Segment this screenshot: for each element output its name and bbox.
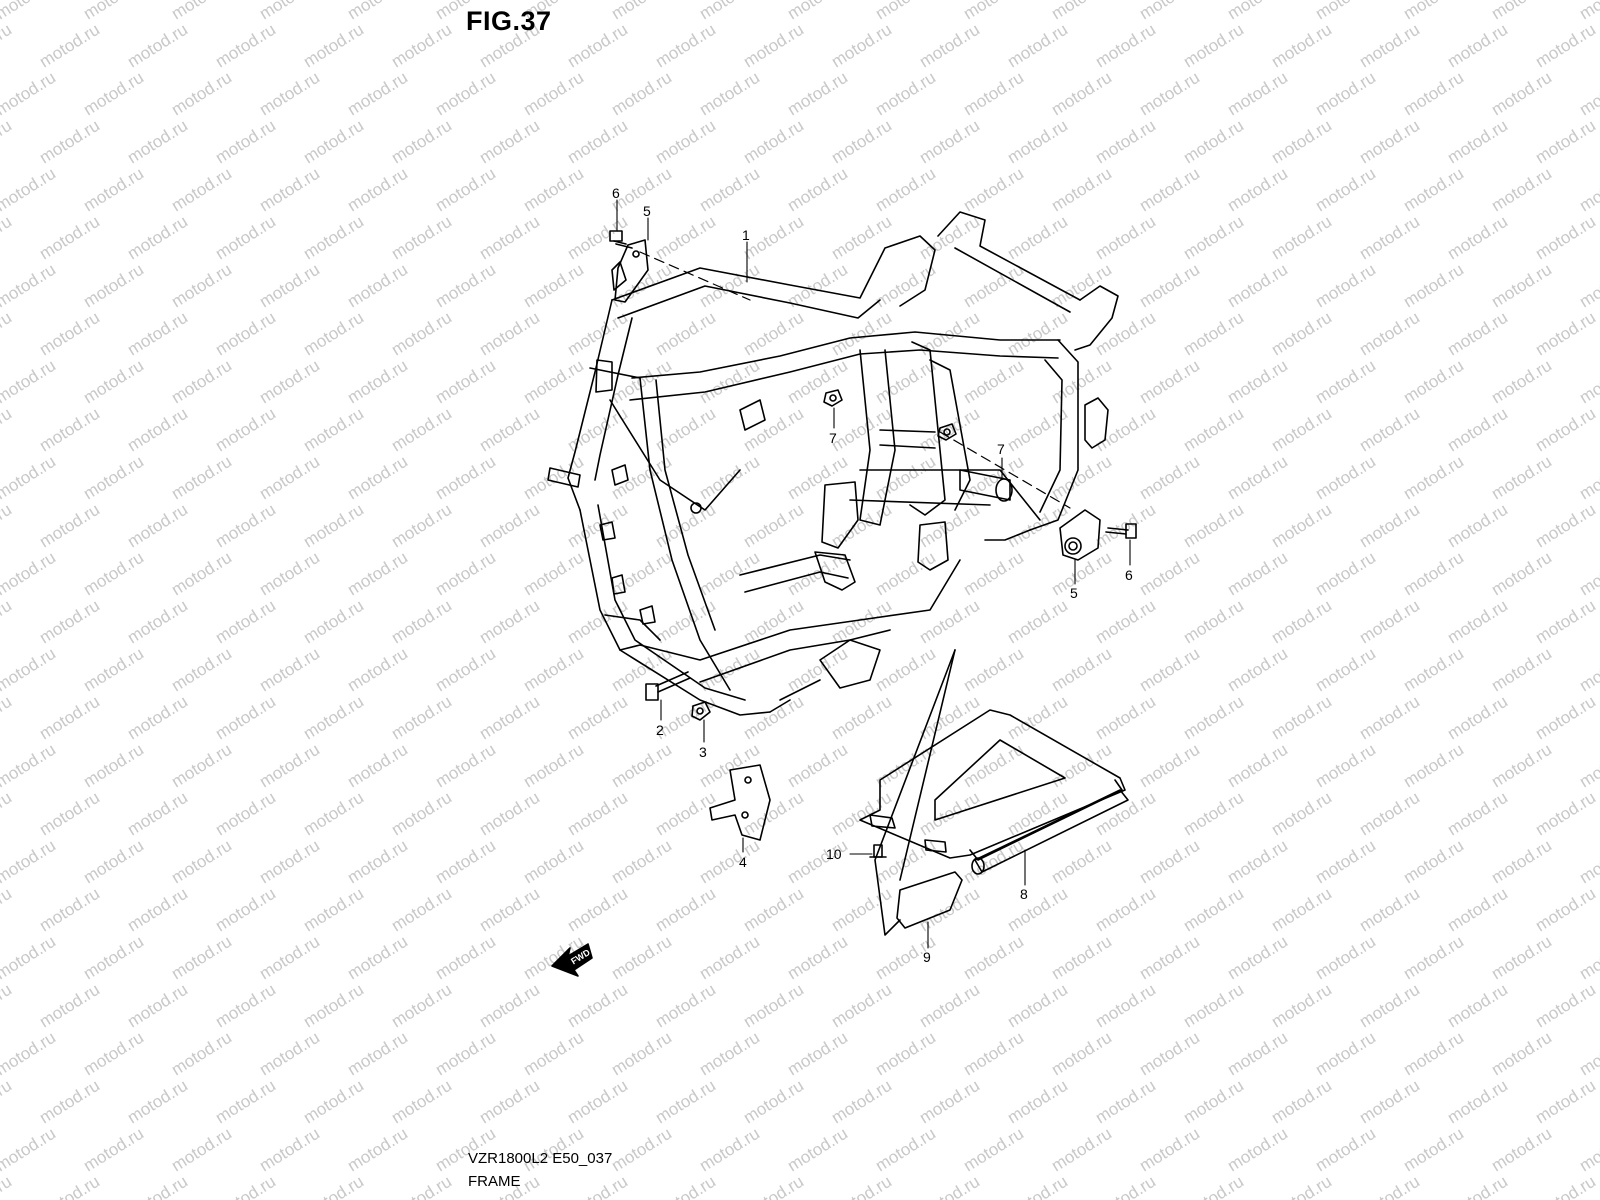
figure-title: FIG.37 <box>466 6 552 36</box>
bracket-5-upper <box>611 239 649 303</box>
callout-8: 8 <box>1020 886 1028 902</box>
callout-1: 1 <box>742 227 750 243</box>
callout-labels: 1 2 3 4 5 5 6 6 7 7 8 9 10 <box>612 185 1133 965</box>
watermark-text: motod.ru <box>1576 0 1600 23</box>
callout-5-upper: 5 <box>643 203 651 219</box>
callout-6-lower: 6 <box>1125 567 1133 583</box>
guard-tube-8 <box>971 789 1129 875</box>
bolt-6-upper <box>609 230 633 249</box>
callout-6-upper: 6 <box>612 185 620 201</box>
callout-9: 9 <box>923 949 931 965</box>
callout-2: 2 <box>656 722 664 738</box>
callout-7-right: 7 <box>997 441 1005 457</box>
section-name: FRAME <box>468 1173 521 1190</box>
callout-4: 4 <box>739 854 747 870</box>
main-frame <box>547 211 1119 716</box>
fwd-arrow-icon: FWD <box>551 943 593 977</box>
model-code: VZR1800L2 E50_037 <box>468 1150 613 1167</box>
callout-7-left: 7 <box>829 430 837 446</box>
pivot-shaft <box>959 469 1013 502</box>
leader-lines <box>616 199 1131 949</box>
callout-10: 10 <box>826 846 842 862</box>
callout-3: 3 <box>699 744 707 760</box>
bracket-4 <box>709 764 771 841</box>
nut-7-right <box>937 423 957 441</box>
skid-plate <box>859 709 1126 861</box>
nut-7-left <box>823 389 843 407</box>
bracket-5-lower <box>1059 509 1101 561</box>
bolt-2 <box>645 671 691 701</box>
screw-10 <box>869 844 887 858</box>
alignment-lines <box>639 251 1071 509</box>
nut-3 <box>691 701 711 721</box>
cover-9 <box>874 649 963 936</box>
callout-5-lower: 5 <box>1070 585 1078 601</box>
bolt-6-lower <box>1105 523 1137 539</box>
